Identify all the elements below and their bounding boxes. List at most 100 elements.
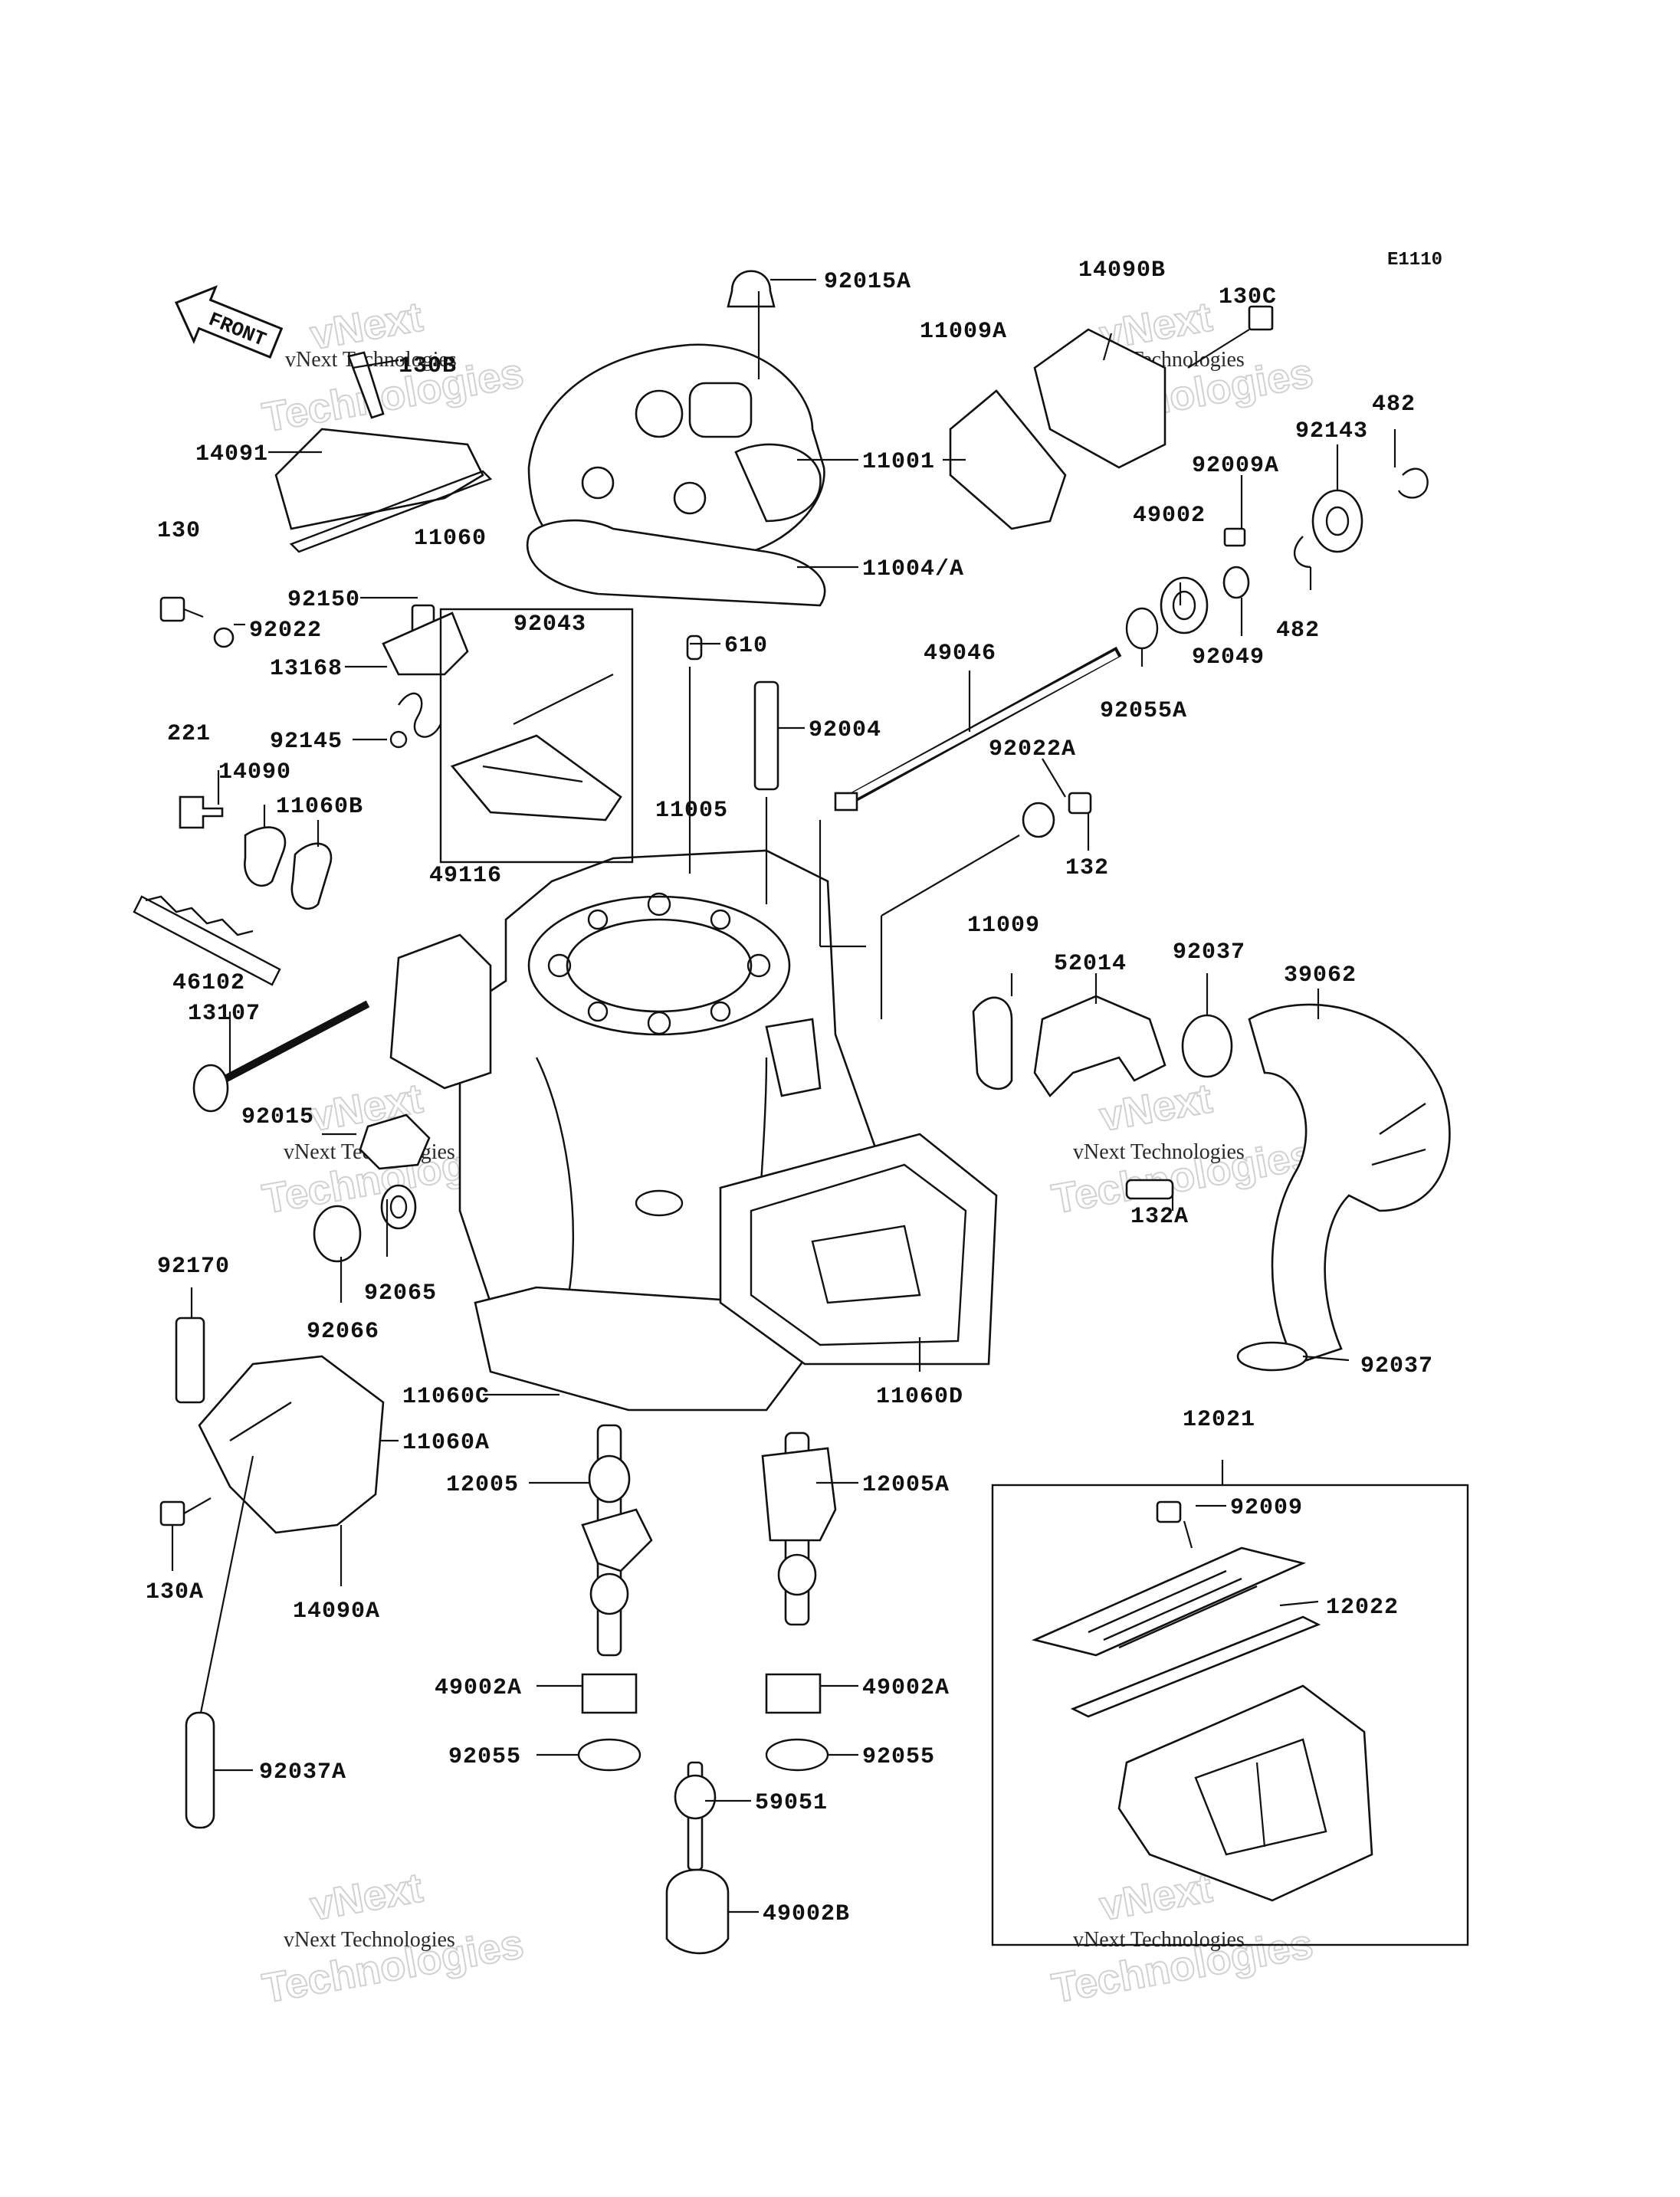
label-92055a: 92055 (448, 1744, 521, 1770)
label-12005: 12005 (446, 1472, 519, 1498)
cylinder-head-shape (527, 343, 825, 565)
reed-block-shape (439, 608, 634, 864)
cover-14090b-shape (1033, 305, 1274, 469)
pump-shafts-shape (577, 1424, 837, 1955)
label-39062: 39062 (1284, 962, 1357, 989)
label-92150: 92150 (287, 587, 360, 613)
label-49002: 49002 (1133, 503, 1206, 529)
bolt-132-shape (1068, 792, 1092, 815)
label-92049: 92049 (1192, 644, 1265, 671)
label-92009: 92009 (1230, 1495, 1303, 1521)
svg-text:vNext: vNext (1096, 1075, 1215, 1140)
label-92022: 92022 (249, 618, 322, 644)
label-12022: 12022 (1326, 1595, 1399, 1621)
svg-text:vNext: vNext (307, 1864, 425, 1930)
valve-cover-shape (274, 428, 484, 530)
label-11060A: 11060A (402, 1430, 490, 1456)
head-gasket-shape (526, 519, 826, 607)
label-130B: 130B (399, 353, 457, 379)
label-11060: 11060 (414, 526, 487, 552)
bolt-130b-shape (347, 351, 385, 419)
label-11060D: 11060D (876, 1384, 963, 1410)
bolt-130-shape (159, 596, 235, 648)
label-11004A: 11004/A (862, 556, 964, 582)
shaft-13107-shape (192, 1000, 370, 1113)
diagram-code: E1110 (1387, 250, 1442, 271)
water-parts-shape (972, 995, 1451, 1372)
label-92055A: 92055A (1100, 698, 1187, 724)
label-12021: 12021 (1183, 1407, 1255, 1433)
label-11060C: 11060C (402, 1384, 490, 1410)
label-92066: 92066 (307, 1319, 379, 1345)
label-92037b: 92037 (1360, 1353, 1433, 1379)
exhaust-cover-shape (159, 1317, 385, 1534)
label-52014: 52014 (1054, 951, 1127, 977)
part-labels: 92015A 14090B 130C 11009A 482 92143 130B… (146, 257, 1433, 1927)
cover-gasket-shape (289, 470, 493, 553)
label-49002Aa: 49002A (435, 1675, 522, 1701)
label-92170: 92170 (157, 1254, 230, 1280)
label-92043: 92043 (514, 612, 586, 638)
label-92015A: 92015A (824, 269, 911, 295)
label-130A: 130A (146, 1579, 204, 1605)
label-92037A: 92037A (259, 1759, 346, 1785)
stud-92004-shape (753, 680, 779, 791)
label-11001: 11001 (862, 449, 935, 475)
label-92065: 92065 (364, 1280, 437, 1307)
leader-lines (171, 278, 1396, 1913)
label-14091: 14091 (195, 441, 268, 467)
shaft-parts-shape (1125, 467, 1429, 650)
label-46102: 46102 (172, 970, 245, 996)
gasket-11009a-shape (949, 389, 1067, 530)
base-gasket-shape (474, 1286, 814, 1412)
label-12005A: 12005A (862, 1472, 950, 1498)
pin-610-shape (686, 635, 703, 661)
svg-text:vNext Technologies: vNext Technologies (1073, 1140, 1245, 1164)
lever-assembly-shape (382, 604, 469, 749)
label-130C: 130C (1219, 284, 1277, 310)
label-92143: 92143 (1295, 418, 1368, 444)
label-14090B: 14090B (1078, 257, 1166, 284)
label-92055b: 92055 (862, 1744, 935, 1770)
front-arrow-icon: FRONT (174, 285, 284, 359)
label-49002B: 49002B (763, 1901, 850, 1927)
reed-gasket-shape (719, 1133, 998, 1366)
left-small-parts-shape (133, 795, 333, 986)
label-49002Ab: 49002A (862, 1675, 950, 1701)
label-13168: 13168 (270, 656, 343, 682)
label-14090: 14090 (218, 759, 291, 785)
label-49046: 49046 (924, 641, 996, 667)
label-221: 221 (167, 721, 211, 747)
nut-washer-shape (313, 1113, 431, 1263)
label-11005: 11005 (655, 798, 728, 824)
shaft-49046-shape (834, 646, 1122, 812)
svg-text:vNext Technologies: vNext Technologies (285, 348, 457, 372)
label-11009: 11009 (967, 913, 1040, 939)
label-130: 130 (157, 518, 201, 544)
svg-text:vNext: vNext (1096, 1864, 1215, 1930)
label-11009A: 11009A (920, 319, 1007, 345)
label-14090A: 14090A (293, 1599, 380, 1625)
label-49116: 49116 (429, 863, 502, 889)
label-482a: 482 (1372, 392, 1416, 418)
label-59051: 59051 (755, 1790, 828, 1816)
svg-text:vNext Technologies: vNext Technologies (284, 1928, 455, 1952)
label-92037a: 92037 (1173, 939, 1245, 966)
label-132: 132 (1065, 855, 1109, 881)
label-482b: 482 (1276, 618, 1320, 644)
label-92145: 92145 (270, 729, 343, 755)
clip-92037a-shape (185, 1711, 215, 1829)
label-11060B: 11060B (276, 794, 363, 820)
label-92009A: 92009A (1192, 453, 1279, 479)
label-610: 610 (724, 633, 768, 659)
acorn-nut-shape (727, 270, 776, 308)
label-92004: 92004 (809, 717, 881, 743)
label-92015: 92015 (241, 1104, 314, 1130)
label-92022A: 92022A (989, 736, 1076, 762)
label-13107: 13107 (188, 1001, 261, 1027)
reed-valve-box (991, 1484, 1469, 1946)
svg-text:vNext Technologies: vNext Technologies (1073, 1928, 1245, 1952)
label-132A: 132A (1130, 1204, 1189, 1230)
washer-92022a-shape (1022, 802, 1055, 838)
